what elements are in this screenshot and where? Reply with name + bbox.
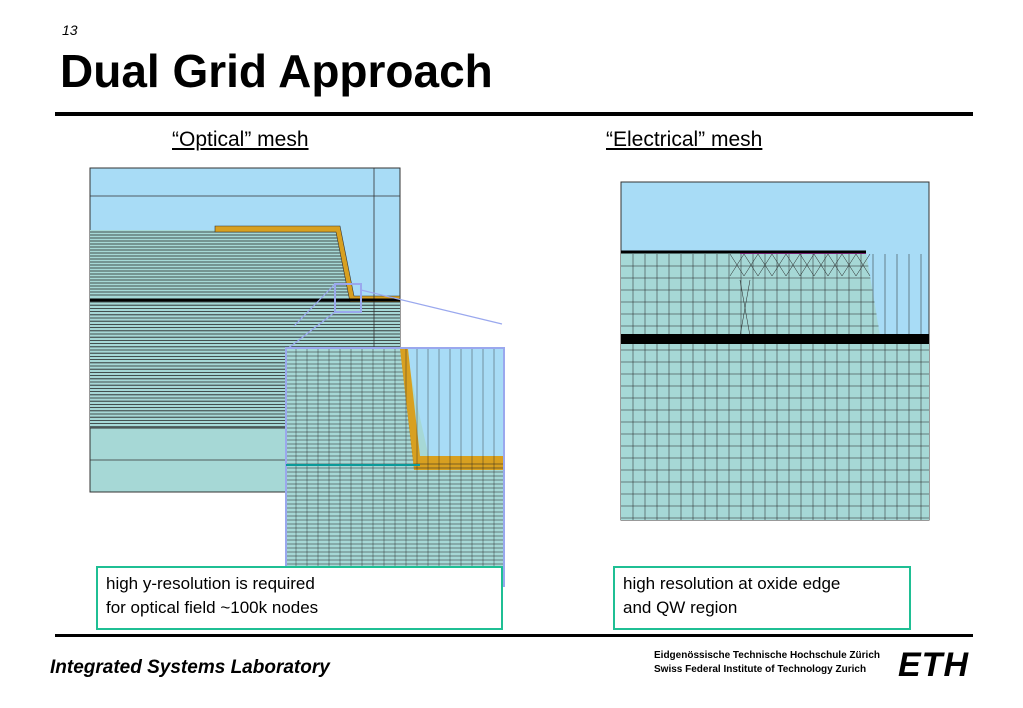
footer-lab-name: Integrated Systems Laboratory	[50, 657, 330, 678]
eth-logo: ETH	[898, 646, 969, 684]
electrical-caption-box: high resolution at oxide edge and QW reg…	[613, 566, 911, 630]
electrical-mesh-label: “Electrical” mesh	[606, 128, 763, 151]
slide-number: 13	[62, 22, 78, 38]
optical-mesh-label: “Optical” mesh	[172, 128, 309, 151]
optical-caption-box: high y-resolution is required for optica…	[96, 566, 503, 630]
electrical-caption-line2: and QW region	[623, 598, 738, 617]
electrical-mesh-figure	[620, 181, 930, 521]
footer-divider	[55, 634, 973, 637]
title-divider	[55, 112, 973, 116]
optical-caption-line1: high y-resolution is required	[106, 574, 315, 593]
optical-mesh-zoom-inset	[285, 347, 505, 587]
electrical-caption-line1: high resolution at oxide edge	[623, 574, 841, 593]
optical-caption-line2: for optical field ~100k nodes	[106, 598, 319, 617]
page-title: Dual Grid Approach	[60, 45, 493, 97]
institution-name-en: Swiss Federal Institute of Technology Zu…	[654, 664, 867, 675]
institution-name-de: Eidgenössische Technische Hochschule Zür…	[654, 650, 880, 661]
zoom-marker	[334, 283, 362, 313]
